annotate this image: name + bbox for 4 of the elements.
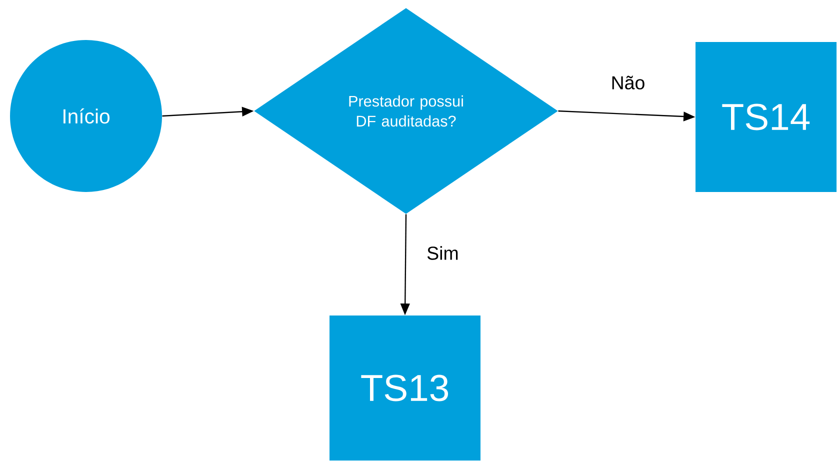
process-box: TS14 (696, 42, 836, 192)
edge-label: Não (608, 73, 648, 92)
edge-label: Sim (424, 244, 462, 262)
process-box: TS13 (330, 316, 480, 460)
